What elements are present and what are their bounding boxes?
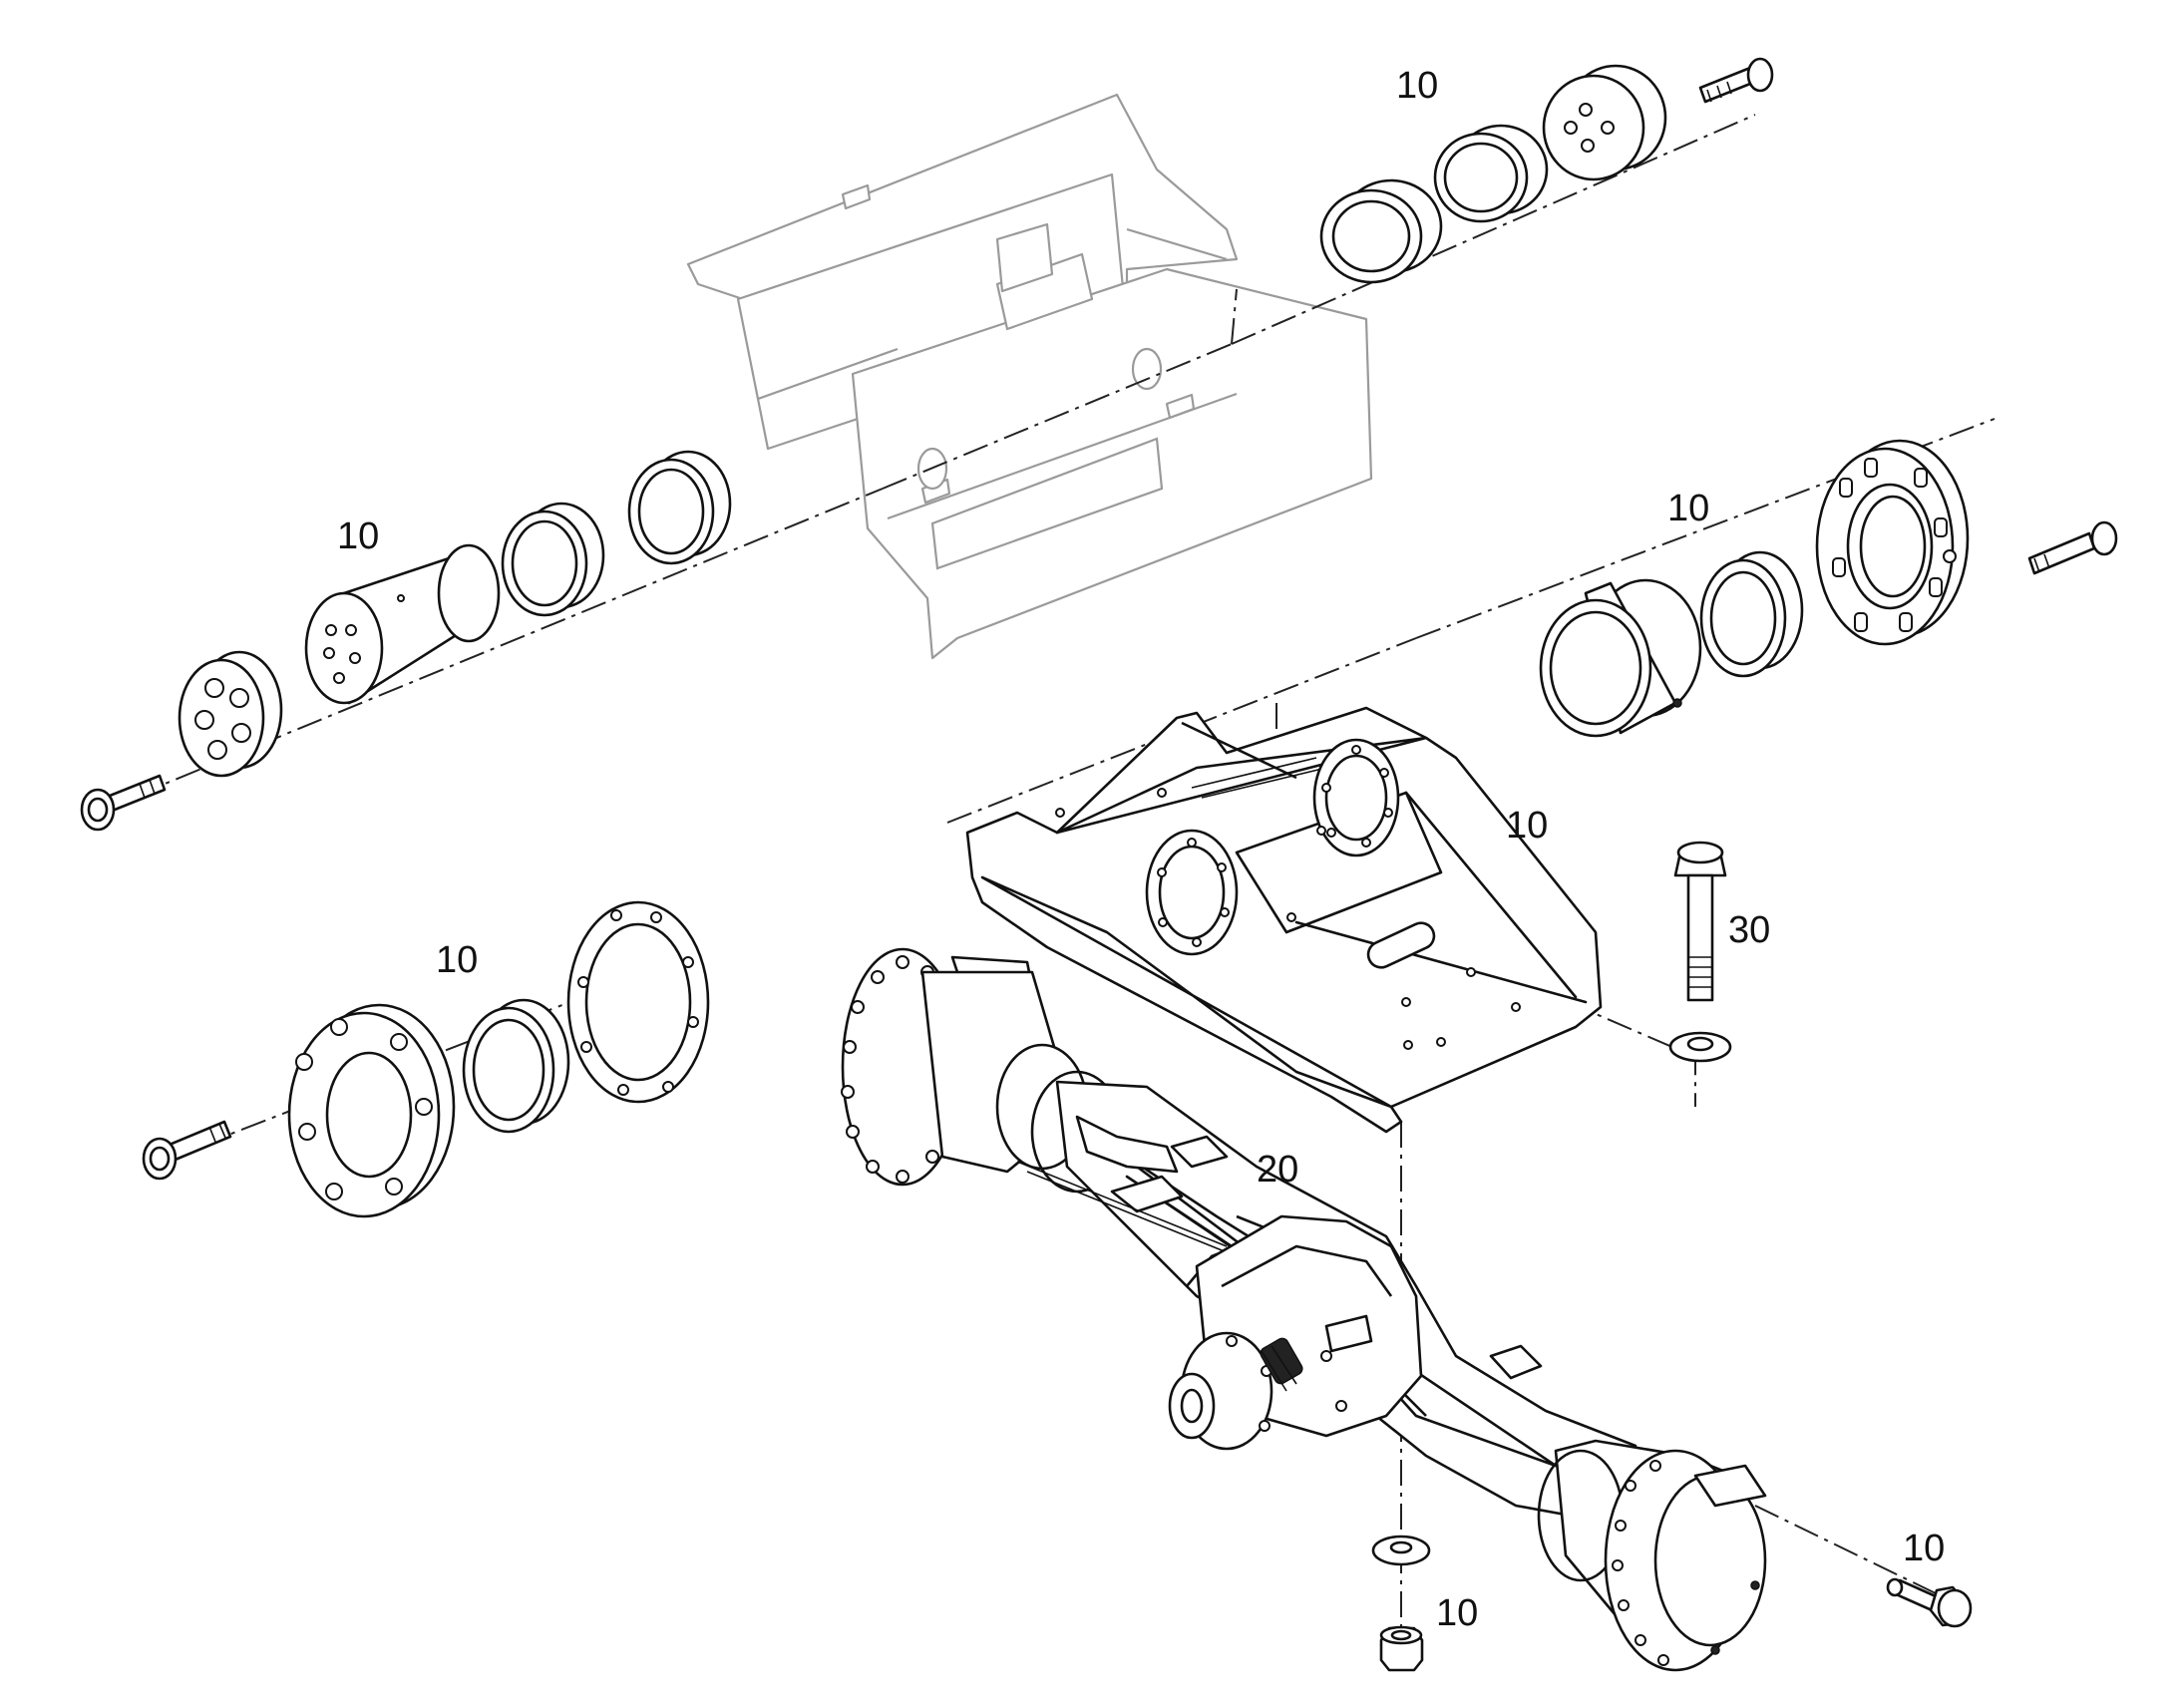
left-flange [287, 1003, 456, 1218]
axle-bracket [965, 706, 1603, 1134]
right-ring [1699, 550, 1804, 678]
right-bearing-set [1539, 439, 2118, 738]
left-pin-set [80, 450, 732, 832]
left-ring-inner [501, 502, 605, 617]
axle-differential [1168, 1214, 1423, 1451]
callout-bearing-right-mid: 10 [1667, 488, 1709, 529]
bottom-washer-and-nut [1371, 1535, 1431, 1672]
left-disc [178, 650, 283, 778]
stop-bolt-with-washer [1668, 841, 1732, 1063]
left-flange-bolt [142, 1120, 232, 1181]
left-seal-ring [462, 998, 570, 1134]
callout-flange-left: 10 [436, 939, 478, 981]
callout-bolt-lower-right: 10 [1903, 1528, 1945, 1569]
right-bush [1539, 578, 1702, 738]
axle-right-hub [1604, 1449, 1767, 1672]
left-hex-bolt [80, 774, 167, 832]
chassis-frame-outline [686, 93, 1373, 660]
upper-bush [1319, 178, 1443, 284]
callout-bracket: 10 [1506, 805, 1548, 847]
gasket [566, 900, 710, 1104]
callout-axle: 20 [1257, 1149, 1298, 1191]
upper-right-bearing-set [1319, 57, 1774, 284]
left-flange-set [142, 900, 710, 1218]
lower-right-flange-bolt [1886, 1577, 1973, 1628]
callout-bolt-stop: 30 [1728, 909, 1770, 951]
right-hex-bolt [2027, 520, 2118, 575]
upper-ring [1433, 124, 1549, 223]
right-flange [1815, 439, 1970, 646]
left-ring-outer [627, 450, 732, 565]
callout-bearing-upper-right: 10 [1396, 65, 1438, 107]
callout-pin-left: 10 [337, 515, 379, 557]
upper-cap-disc [1542, 64, 1667, 181]
callout-labels: 10 10 10 10 30 10 20 10 10 [337, 65, 1945, 1634]
upper-hex-bolt [1698, 57, 1774, 104]
callout-nut-bottom: 10 [1436, 1592, 1478, 1634]
axle-assembly [841, 947, 1767, 1672]
left-pin [304, 543, 501, 705]
